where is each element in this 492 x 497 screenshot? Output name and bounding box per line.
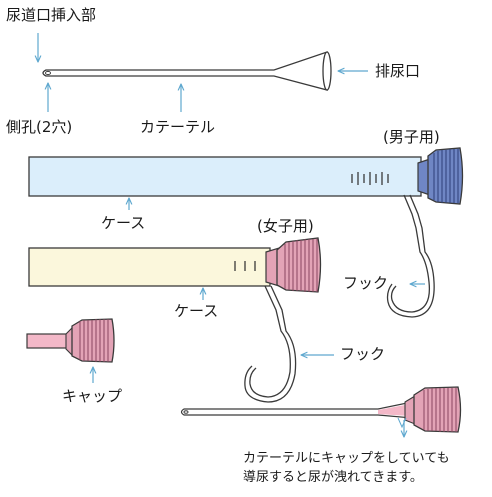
urethral-insert-label: 尿道口挿入部 <box>6 6 97 24</box>
female-hook-label: フック <box>340 345 386 363</box>
side-hole-icon <box>45 70 51 76</box>
male-case-label: ケース <box>101 214 146 232</box>
male-case <box>28 156 422 197</box>
female-case-label: ケース <box>174 302 219 320</box>
note-line-1: カテーテルにキャップをしていても <box>243 451 450 466</box>
cap-label: キャップ <box>62 387 123 405</box>
male-hook <box>386 194 435 318</box>
drain-outlet-label: 排尿口 <box>375 62 421 80</box>
female-cap <box>265 237 322 293</box>
catheter-label: カテーテル <box>140 118 216 136</box>
male-cap <box>417 147 464 205</box>
capped-catheter <box>180 386 462 433</box>
catheter-illustration <box>42 51 332 91</box>
leak-drip-icon <box>397 417 407 429</box>
male-hook-label: フック <box>343 274 389 292</box>
female-use-label: (女子用) <box>257 217 314 235</box>
note-line-2: 導尿すると尿が洩れてきます。 <box>243 470 423 485</box>
male-use-label: (男子用) <box>383 128 440 146</box>
side-hole-label: 側孔(2穴) <box>6 118 73 136</box>
cap-illustration <box>26 318 115 363</box>
female-case <box>28 247 271 287</box>
female-hook <box>244 285 297 403</box>
